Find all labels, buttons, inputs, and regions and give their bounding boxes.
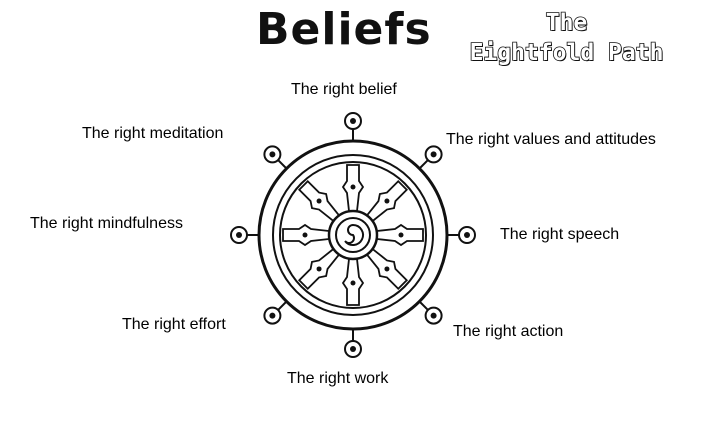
- label-right-speech: The right speech: [500, 226, 620, 243]
- rim-knob-dot: [269, 151, 276, 158]
- label-right-work: The right work: [287, 370, 389, 387]
- rim-knob-dot: [269, 312, 276, 319]
- rim-knob-dot: [430, 312, 437, 319]
- rim-knob-dot: [350, 118, 356, 124]
- wheel-spoke: [365, 247, 409, 291]
- wheel-spoke: [341, 258, 365, 306]
- rim-knob-dot: [350, 346, 356, 352]
- dharma-wheel-icon: [230, 112, 476, 358]
- rim-knob-dot: [464, 232, 470, 238]
- rim-knob-dot: [430, 151, 437, 158]
- wheel-spoke: [376, 223, 424, 247]
- label-right-action: The right action: [453, 323, 564, 340]
- subtitle-line-2: Eightfold Path: [469, 39, 664, 67]
- page-title: Beliefs: [256, 4, 432, 55]
- wheel-inner-rim: [272, 154, 434, 316]
- page-subtitle: The Eightfold Path: [454, 8, 679, 68]
- label-right-belief: The right belief: [291, 81, 397, 98]
- label-right-meditation: The right meditation: [82, 125, 224, 142]
- wheel-spoke: [297, 179, 341, 223]
- wheel-spoke-ring: [279, 161, 427, 309]
- wheel-outer-rim: [257, 139, 449, 331]
- wheel-spoke: [282, 223, 330, 247]
- label-right-values: The right values and attitudes: [446, 131, 656, 148]
- label-right-effort: The right effort: [122, 316, 226, 333]
- wheel-spoke: [297, 247, 341, 291]
- wheel-hub-swirl: [344, 224, 364, 246]
- wheel-spoke: [365, 179, 409, 223]
- label-right-mindfulness: The right mindfulness: [30, 215, 183, 232]
- subtitle-line-1: The: [545, 9, 588, 37]
- rim-knob-dot: [236, 232, 242, 238]
- wheel-spoke: [341, 164, 365, 212]
- wheel-hub-inner: [335, 217, 371, 253]
